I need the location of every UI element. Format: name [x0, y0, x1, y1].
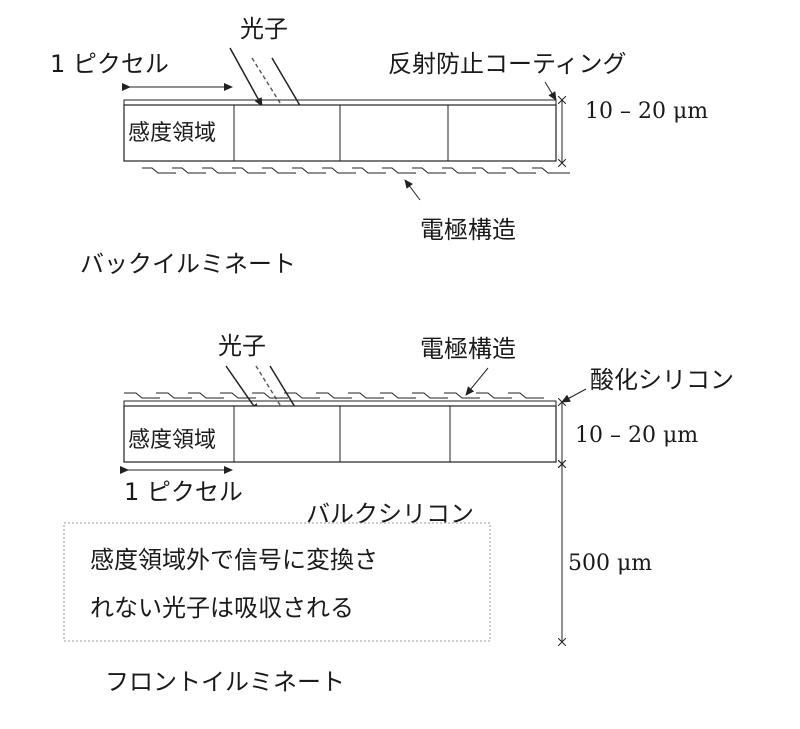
back-photon-arrow [229, 47, 263, 107]
back-photon-label: 光子 [240, 15, 288, 43]
front-bulk-thickness-label: 500 μm [568, 551, 652, 576]
back-pixel-label: 1 ピクセル [50, 50, 169, 78]
front-thickness-label: 10 – 20 μm [575, 423, 698, 448]
front-electrode-label: 電極構造 [420, 335, 516, 363]
front-note-line-2: れない光子は吸収される [90, 594, 354, 622]
front-pixel-label: 1 ピクセル [124, 478, 243, 506]
front-oxide-layer [123, 400, 557, 407]
front-note-line-1: 感度領域外で信号に変換さ [90, 546, 378, 574]
front-oxide-label: 酸化シリコン [590, 366, 734, 394]
back-electrode-label: 電極構造 [420, 216, 516, 244]
front-oxide-leader [561, 388, 587, 403]
back-electrode-structure [142, 167, 570, 174]
front-photon-label: 光子 [218, 332, 266, 360]
back-thickness-label: 10 – 20 μm [585, 99, 708, 124]
back-coating-label: 反射防止コーティング [388, 50, 627, 78]
front-illuminated-title: フロントイルミネート [105, 668, 345, 696]
back-illuminated-title: バックイルミネート [80, 250, 296, 278]
front-photon-arrow [225, 365, 259, 413]
back-photon-arrow-dashed [251, 57, 293, 123]
front-sensitive-region-label: 感度領域 [128, 428, 216, 453]
back-sensitive-region-label: 感度領域 [128, 121, 216, 146]
front-bulk-silicon-region [63, 522, 491, 642]
back-illuminated-diagram: 1 ピクセル 光子 反射防止コーティング 感度領域 10 – 20 μm 電極構… [50, 15, 708, 278]
front-illuminated-diagram: 光子 電極構造 酸化シリコン 感度領域 10 – 20 μm 1 ピクセル バル… [63, 332, 734, 696]
back-electrode-leader [404, 179, 421, 201]
front-electrode-structure [124, 392, 544, 399]
front-electrode-leader [465, 367, 489, 396]
back-coating-layer [123, 99, 557, 106]
back-coating-leader [544, 81, 557, 101]
front-bulk-silicon-label: バルクシリコン [306, 500, 474, 528]
